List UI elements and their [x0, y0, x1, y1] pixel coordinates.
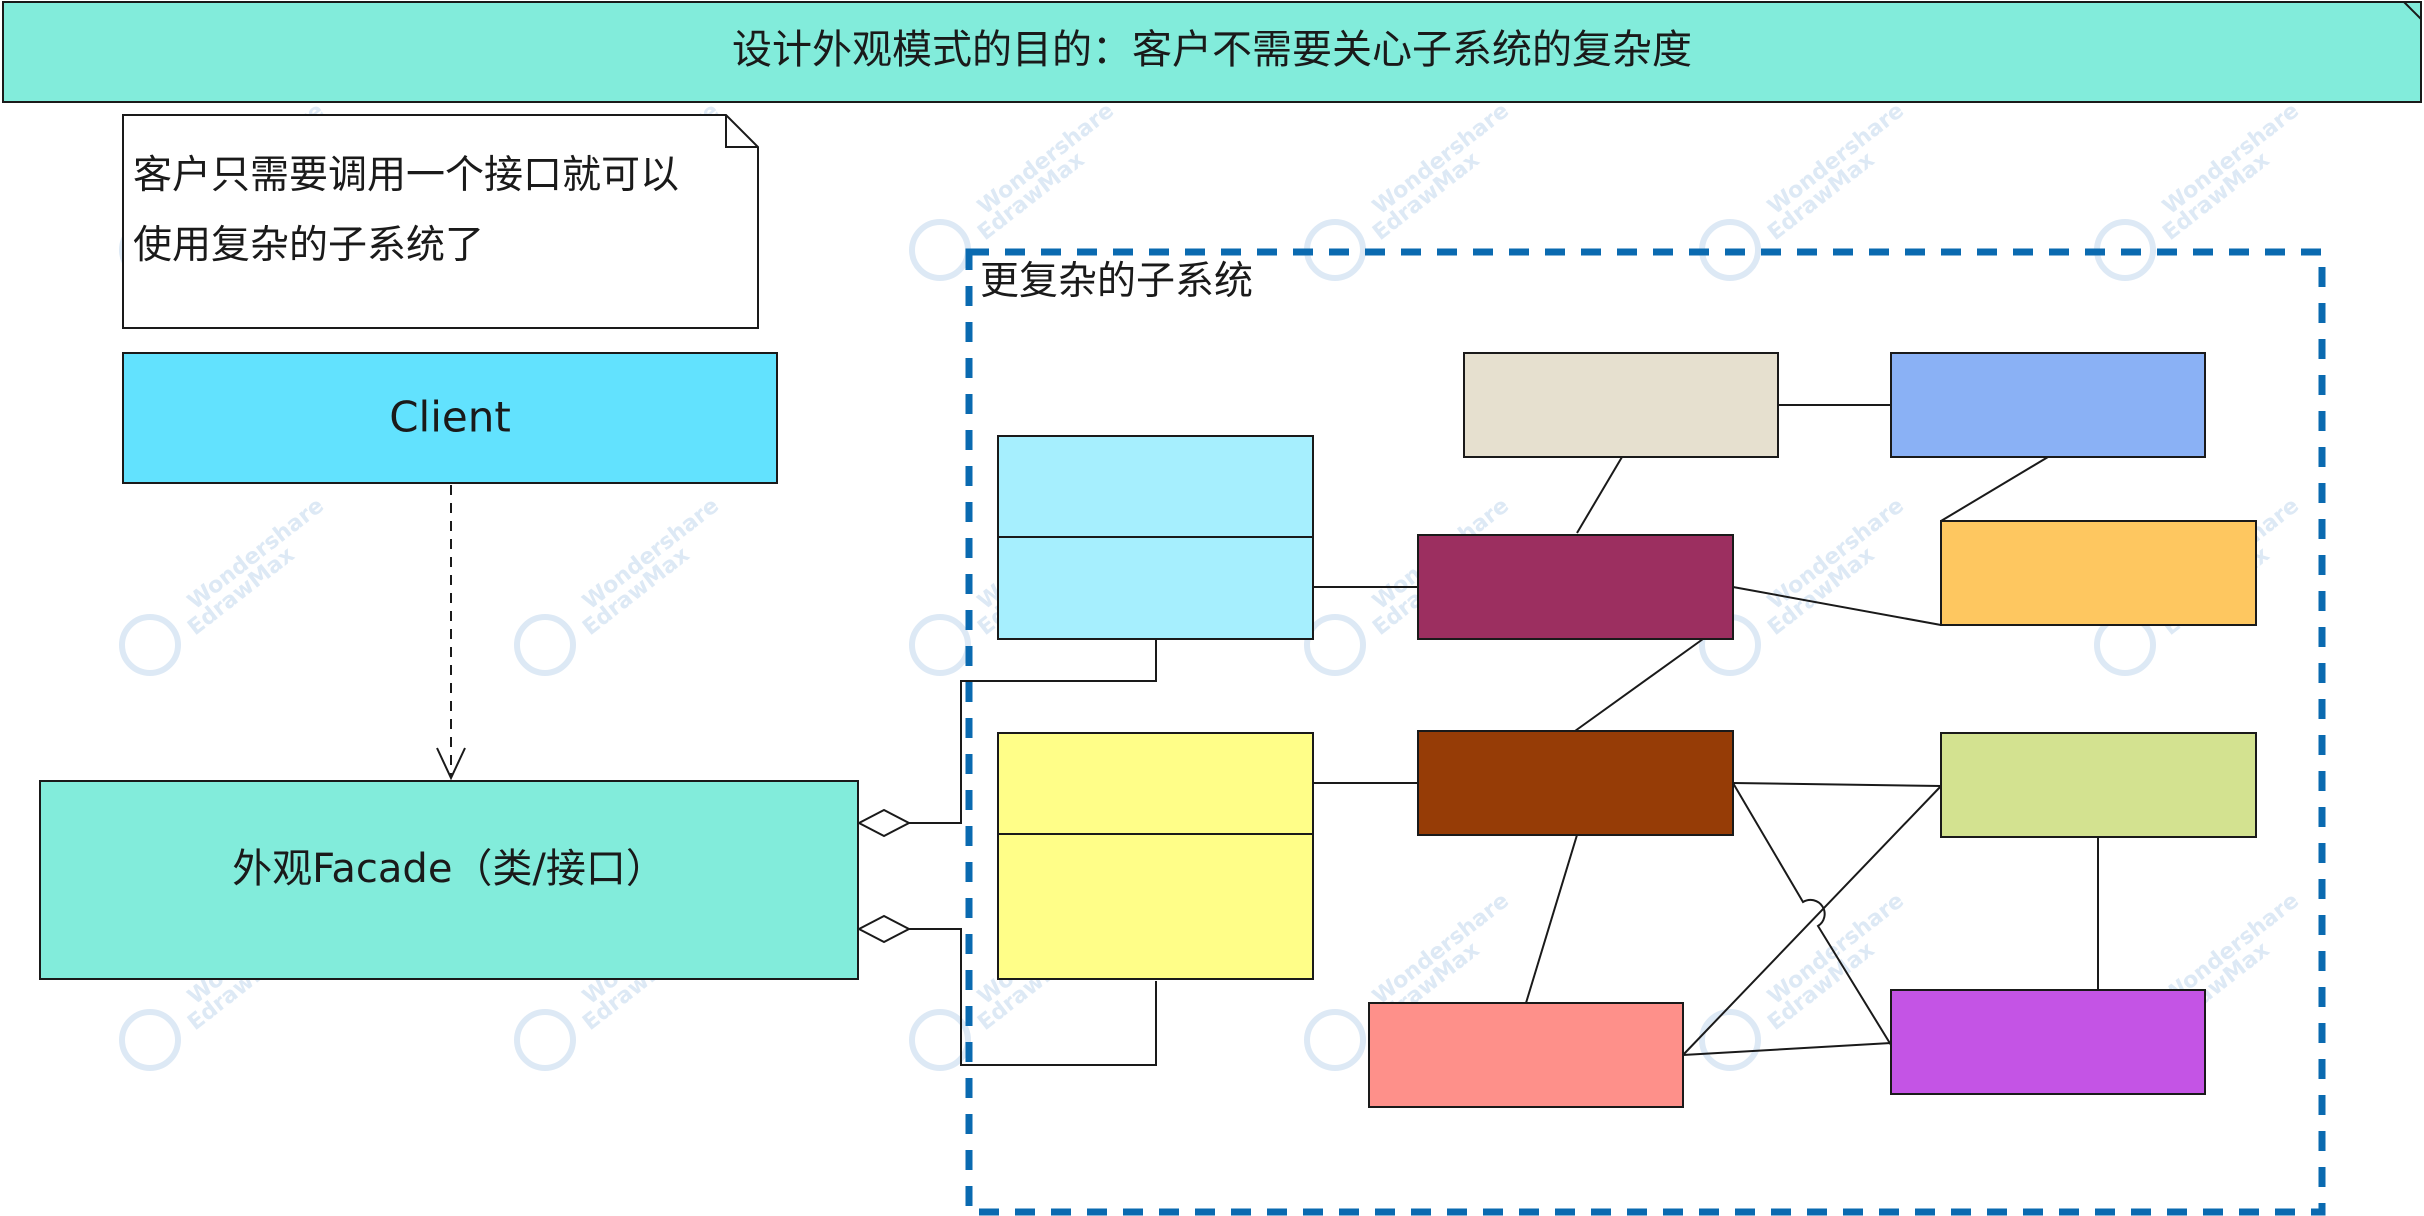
subsystem-box-lightblue	[997, 435, 1314, 640]
watermark-logo-icon	[119, 614, 181, 676]
dependency-arrowhead	[436, 747, 466, 781]
watermark-logo-icon	[119, 1009, 181, 1071]
subsystem-box-brown	[1417, 730, 1734, 836]
watermark-logo-icon	[909, 1009, 971, 1071]
facade-box	[39, 780, 859, 980]
header-banner	[2, 1, 2422, 103]
aggregation-diamond-bottom	[856, 914, 912, 944]
subsystem-box-maroon	[1417, 534, 1734, 640]
watermark-text: Wondershare	[2158, 98, 2304, 219]
subsystem-box-yellow	[997, 732, 1314, 980]
link-blue-orange	[1940, 456, 2049, 522]
watermark-logo-icon	[514, 614, 576, 676]
subsystem-box-orange	[1940, 520, 2257, 626]
link-beige-maroon	[1576, 456, 1623, 534]
facade-label: 外观Facade（类/接口）	[232, 846, 666, 892]
note-box	[122, 114, 759, 329]
subsystem-boundary	[965, 248, 2326, 1216]
note-text-line-1: 客户只需要调用一个接口就可以	[133, 153, 679, 198]
subsystem-box-lime	[1940, 732, 2257, 838]
client-box	[122, 352, 778, 484]
link-maroon-brown	[1574, 638, 1704, 732]
watermark-text: Wondershare	[1763, 98, 1909, 219]
watermark-logo-icon	[514, 1009, 576, 1071]
header-title: 设计外观模式的目的：客户不需要关心子系统的复杂度	[732, 27, 1692, 73]
subsystem-box-blue	[1890, 352, 2206, 458]
header-corner-fold	[2403, 1, 2422, 20]
watermark-logo-icon	[1699, 1009, 1761, 1071]
subsystem-label: 更复杂的子系统	[980, 259, 1253, 304]
link-pink-purple	[1682, 1042, 1892, 1056]
aggregation-line-bottom	[909, 928, 1157, 1066]
watermark-text: Wondershare	[973, 98, 1119, 219]
watermark-text: Wondershare	[1368, 888, 1514, 1009]
aggregation-line-top	[909, 639, 1157, 824]
link-brown-pink	[1525, 834, 1578, 1004]
watermark-logo-icon	[1304, 614, 1366, 676]
link-brown-purple	[1732, 782, 1892, 1046]
watermark-text: Wondershare	[183, 493, 329, 614]
link-lime-pink	[1682, 785, 1942, 1056]
subsystem-box-pink	[1368, 1002, 1684, 1108]
note-fold	[725, 115, 758, 148]
subsystem-box-beige	[1463, 352, 1779, 458]
watermark-logo-icon	[1304, 1009, 1366, 1071]
subsystem-box-purple	[1890, 989, 2206, 1095]
client-label: Client	[389, 393, 511, 442]
link-maroon-orange	[1732, 586, 1942, 626]
watermark-logo-icon	[909, 614, 971, 676]
watermark-text: Wondershare	[578, 493, 724, 614]
link-brown-lime	[1732, 782, 1942, 787]
aggregation-diamond-top	[856, 808, 912, 838]
watermark-logo-icon	[909, 219, 971, 281]
note-text-line-2: 使用复杂的子系统了	[133, 223, 484, 268]
watermark-text: Wondershare	[1368, 98, 1514, 219]
subsystem-connections	[1313, 404, 2099, 1056]
